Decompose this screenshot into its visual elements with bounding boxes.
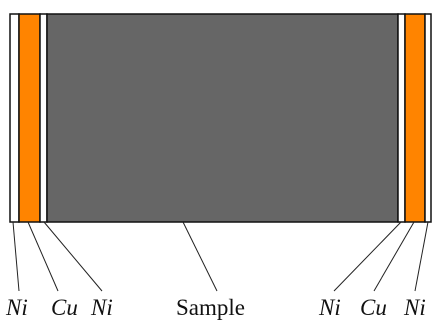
label-ni-right-outer: Ni (404, 295, 426, 320)
label-sample: Sample (176, 295, 245, 320)
leader-line-sample (182, 221, 218, 292)
leader-line-cu-left (27, 221, 59, 292)
ni-layer-right-inner (397, 13, 406, 223)
leader-line-cu-right (373, 221, 415, 292)
cu-layer-right (404, 13, 426, 223)
leader-line-ni-right-inner (333, 221, 402, 292)
label-cu-right: Cu (360, 295, 387, 320)
ni-layer-right-outer (424, 13, 432, 223)
label-ni-left-outer: Ni (6, 295, 28, 320)
leader-line-ni-left-inner (43, 221, 103, 292)
ni-layer-left-inner (39, 13, 48, 223)
leader-line-ni-right-outer (414, 221, 429, 292)
sample-block (46, 13, 399, 223)
label-cu-left: Cu (51, 295, 78, 320)
cu-layer-left (18, 13, 41, 223)
leader-line-ni-left-outer (12, 221, 20, 292)
label-ni-left-inner: Ni (91, 295, 113, 320)
ni-layer-left-outer (9, 13, 20, 223)
label-ni-right-inner: Ni (319, 295, 341, 320)
